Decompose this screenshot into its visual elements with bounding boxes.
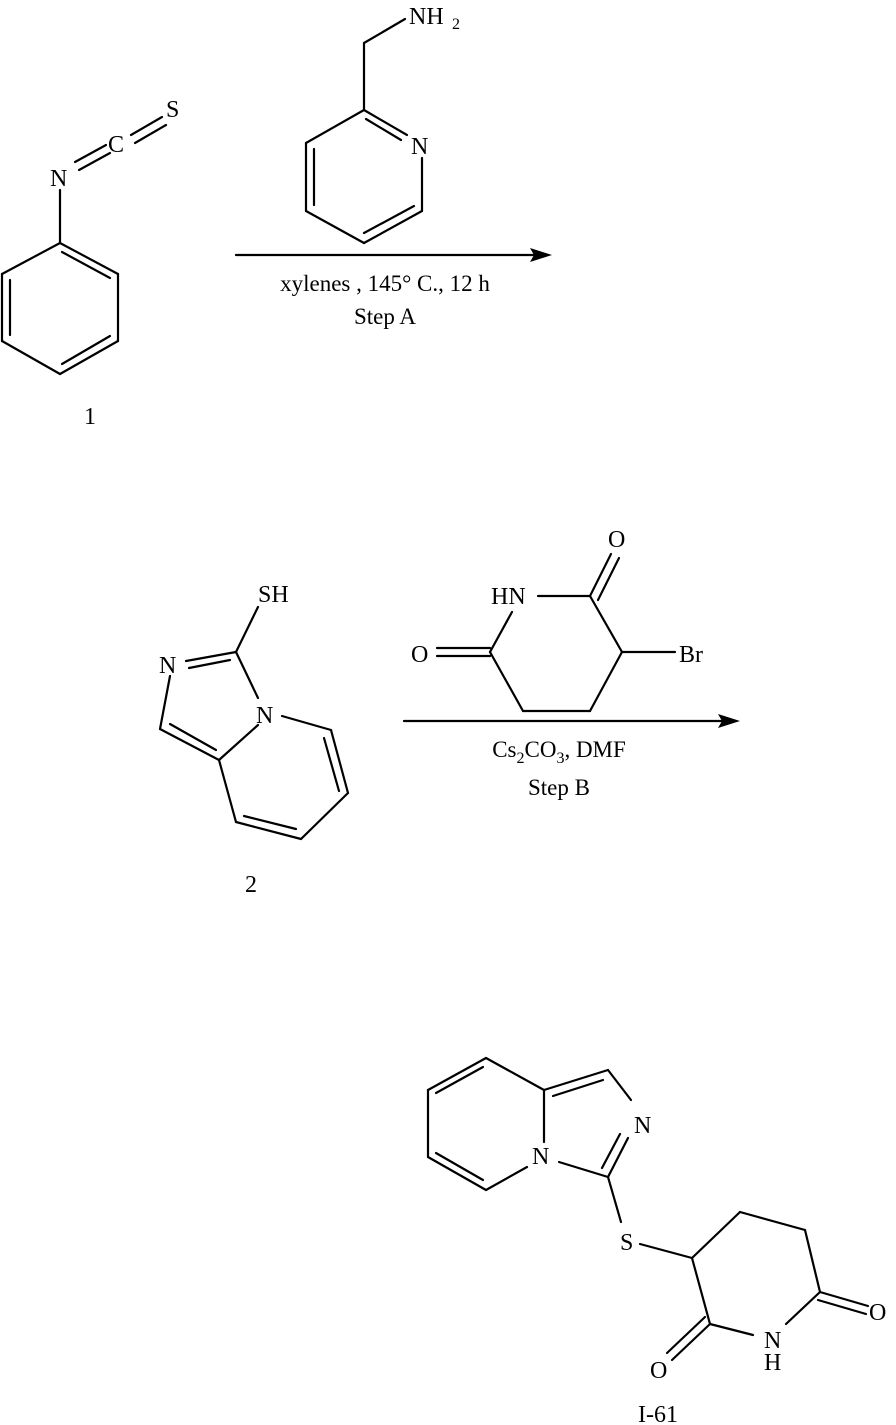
arrowhead-icon: [718, 714, 740, 728]
atom-subscript-2: 2: [452, 16, 460, 33]
atom-HN: HN: [491, 584, 526, 610]
atom-N: N: [764, 1328, 781, 1354]
atom-SH: SH: [258, 582, 289, 608]
compound-1: N C S 1: [0, 97, 179, 430]
step-a-label: Step A: [354, 304, 416, 329]
atom-S: S: [620, 1230, 633, 1256]
arrowhead-icon: [530, 248, 552, 262]
atom-O-left: O: [411, 642, 428, 668]
compound-I-61: N N S O N H O I-61: [426, 1056, 886, 1425]
reagent-a: NH 2 N: [304, 4, 460, 245]
atom-O-top: O: [608, 527, 625, 553]
step-a-conditions: xylenes , 145° C., 12 h: [280, 271, 490, 296]
atom-N-bridge: N: [532, 1144, 549, 1170]
compound-2: SH N N 2: [158, 582, 350, 898]
atom-S: S: [166, 97, 179, 123]
reaction-arrow-b: Cs2CO3, DMF Step B: [402, 714, 740, 800]
compound-label-2: 2: [245, 872, 257, 898]
atom-N: N: [50, 166, 67, 192]
atom-Br: Br: [679, 642, 703, 668]
atom-C: C: [108, 132, 124, 158]
atom-N: N: [159, 653, 176, 679]
atom-NH: NH: [409, 4, 444, 30]
compound-label-I-61: I-61: [638, 1402, 678, 1425]
atom-O-left: O: [650, 1358, 667, 1384]
atom-N: N: [411, 134, 428, 160]
atom-O-right: O: [869, 1300, 886, 1326]
reagent-b: O HN O Br: [411, 527, 703, 713]
reaction-arrow-a: xylenes , 145° C., 12 h Step A: [234, 248, 552, 329]
atom-N-bridge: N: [256, 703, 273, 729]
atom-H: H: [764, 1350, 781, 1376]
atom-N: N: [634, 1113, 651, 1139]
compound-label-1: 1: [84, 404, 96, 430]
step-b-conditions: Cs2CO3, DMF: [492, 737, 626, 767]
step-b-label: Step B: [528, 775, 590, 800]
